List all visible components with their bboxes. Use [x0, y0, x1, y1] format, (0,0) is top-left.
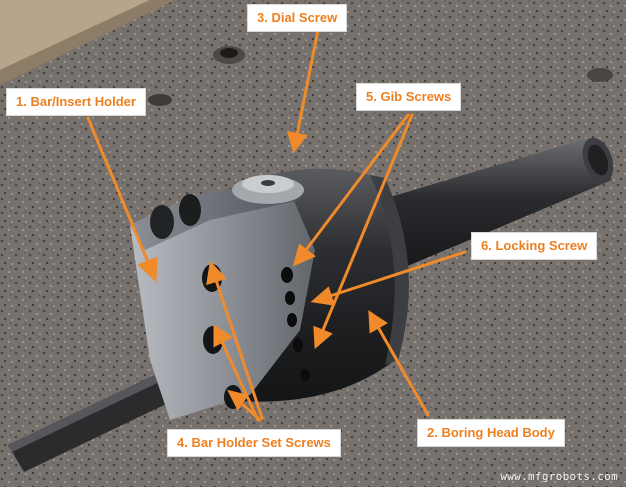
locking-screw-label: 6. Locking Screw: [471, 232, 598, 260]
bar-holder-set-screws-label: 4. Bar Holder Set Screws: [167, 429, 341, 457]
gib-screws-label: 5. Gib Screws: [356, 83, 462, 111]
watermark: www.mfgrobots.com: [500, 470, 618, 483]
dial-screw-label: 3. Dial Screw: [247, 4, 348, 32]
bar-insert-holder-label: 1. Bar/Insert Holder: [6, 88, 146, 116]
boring-head-body-label: 2. Boring Head Body: [417, 419, 565, 447]
